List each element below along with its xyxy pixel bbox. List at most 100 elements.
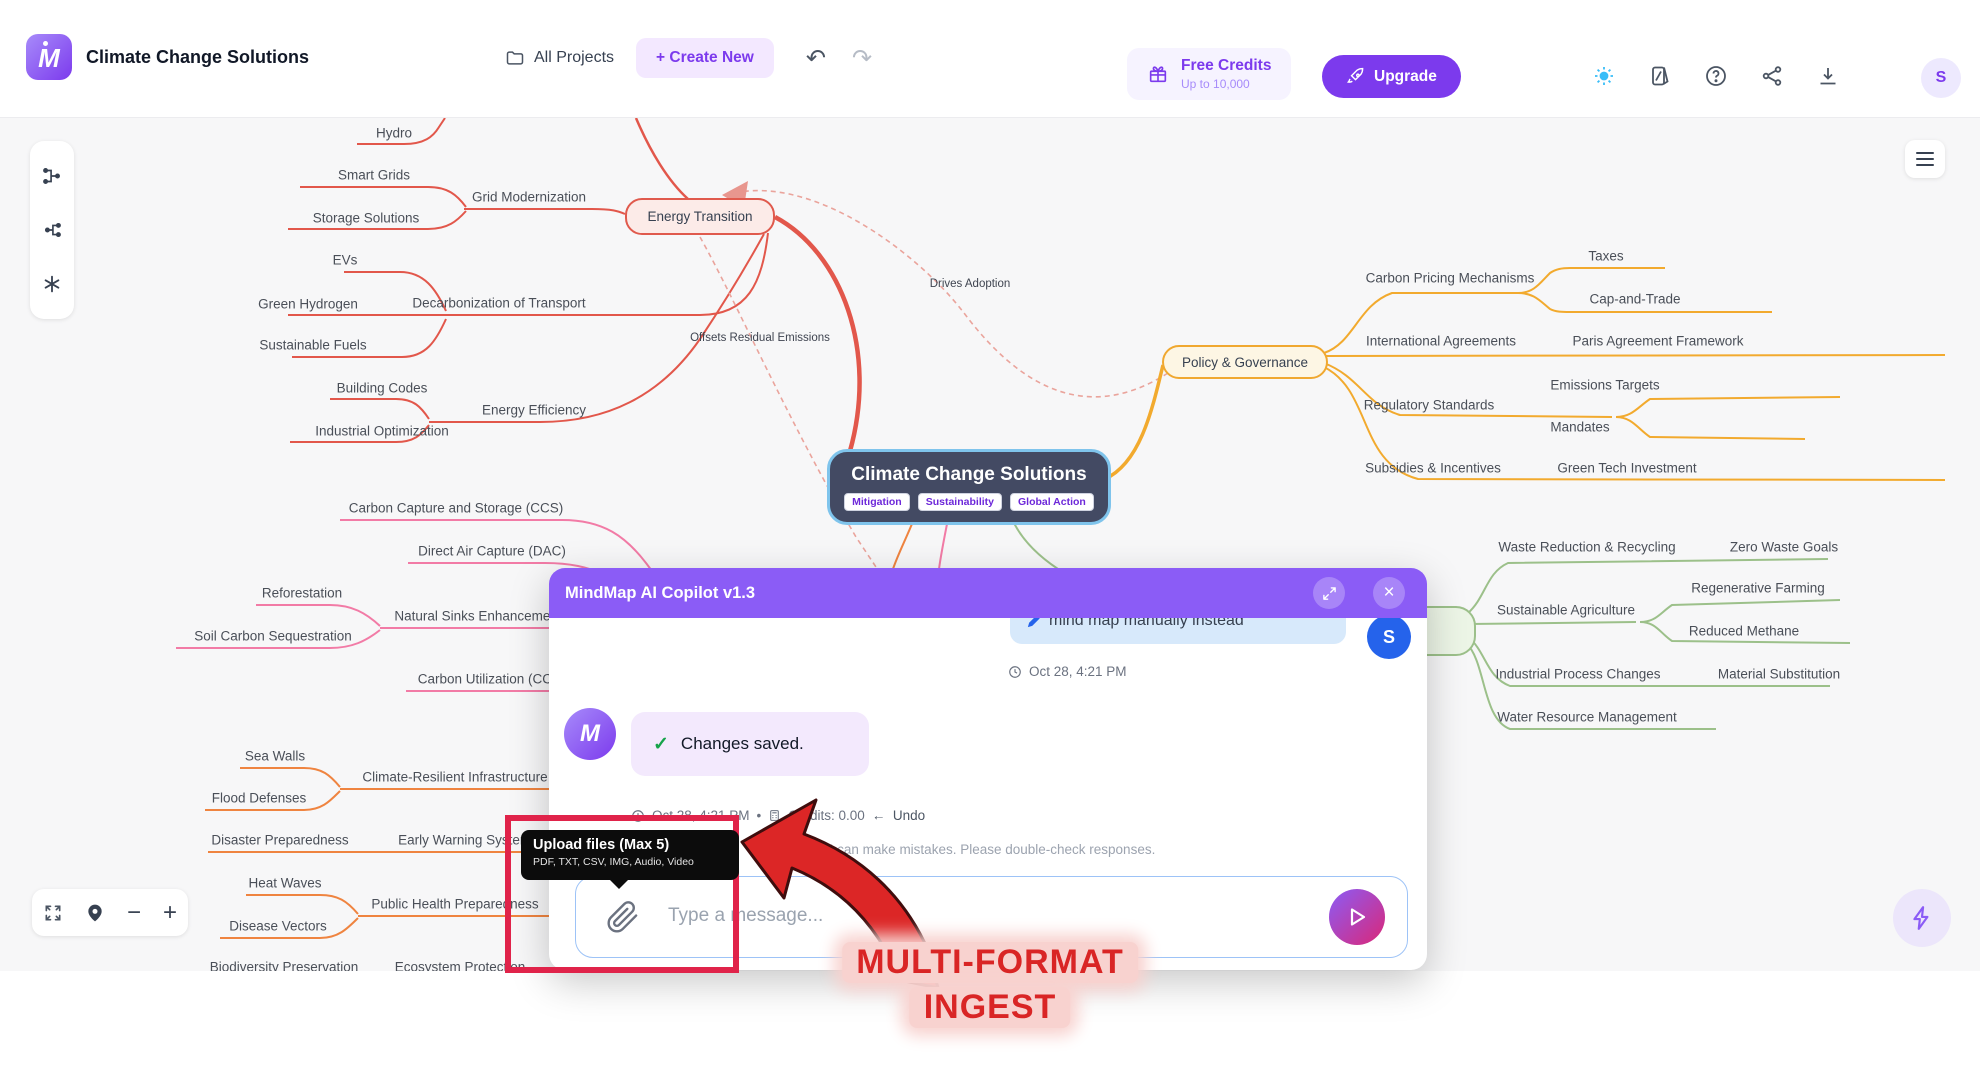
mindmap-node-label[interactable]: Disaster Preparedness — [211, 832, 349, 848]
mindmap-node-label[interactable]: Reforestation — [261, 585, 343, 601]
locate-center-icon[interactable] — [85, 903, 105, 923]
mindmap-node-label[interactable]: Natural Sinks Enhancement — [394, 608, 562, 624]
user-avatar[interactable]: S — [1921, 58, 1961, 98]
copilot-avatar: M — [564, 708, 616, 760]
mindmap-node-label[interactable]: Cap-and-Trade — [1589, 291, 1681, 307]
layout-right-icon[interactable] — [41, 165, 63, 187]
zoom-in-button[interactable]: + — [162, 898, 177, 926]
brand: M Climate Change Solutions — [26, 34, 309, 80]
copilot-dialog-header[interactable]: MindMap AI Copilot v1.3 × — [549, 568, 1427, 618]
root-node-title: Climate Change Solutions — [851, 463, 1087, 485]
mindmap-node-label[interactable]: Soil Carbon Sequestration — [194, 628, 352, 644]
root-tag[interactable]: Sustainability — [917, 492, 1002, 511]
mindmap-node-label[interactable]: International Agreements — [1365, 333, 1517, 349]
layout-toolbar — [30, 141, 74, 319]
mindmap-node-label[interactable]: Flood Defenses — [211, 790, 307, 806]
layout-left-icon[interactable] — [41, 219, 63, 241]
mindmap-node-label[interactable]: Ecosystem Protection — [394, 959, 526, 972]
mindmap-node-label[interactable]: Industrial Optimization — [315, 423, 449, 439]
root-tag[interactable]: Global Action — [1009, 492, 1094, 511]
clock-icon — [1009, 665, 1021, 678]
mindmap-node-label[interactable]: Regulatory Standards — [1363, 397, 1495, 413]
mindmap-node-label[interactable]: Public Health Preparedness — [371, 896, 539, 912]
mindmap-node-label[interactable]: EVs — [332, 252, 358, 268]
redo-icon[interactable]: ↷ — [851, 44, 873, 72]
mindmap-node-label[interactable]: Building Codes — [336, 380, 428, 396]
mindmap-node-label[interactable]: Carbon Pricing Mechanisms — [1365, 270, 1535, 286]
copilot-title: MindMap AI Copilot v1.3 — [565, 583, 756, 602]
share-icon[interactable] — [1760, 64, 1784, 88]
mindmap-node-label[interactable]: Heat Waves — [248, 875, 322, 891]
mindmap-node-label[interactable]: Sea Walls — [244, 748, 306, 764]
mindmap-node-label[interactable]: Paris Agreement Framework — [1572, 333, 1744, 349]
chat-user-avatar: S — [1367, 615, 1411, 659]
mindmap-node-label[interactable]: Taxes — [1588, 248, 1624, 264]
top-header: M Climate Change Solutions All Projects … — [0, 0, 1980, 117]
mindmap-node-label[interactable]: Industrial Process Changes — [1495, 666, 1661, 682]
mindmap-node-label[interactable]: Sustainable Agriculture — [1496, 602, 1636, 618]
assistant-message-meta: Oct 28, 4:21 PM • Credits: 0.00 ← Undo — [631, 808, 925, 823]
expand-dialog-icon[interactable] — [1313, 577, 1345, 609]
mindmap-node-label[interactable]: Drives Adoption — [929, 278, 1011, 290]
undo-change-link[interactable]: ← Undo — [871, 808, 926, 823]
free-credits-badge[interactable]: Free Credits Up to 10,000 — [1127, 48, 1292, 100]
lightning-icon — [1913, 906, 1929, 930]
mindmap-node-label[interactable]: Green Tech Investment — [1557, 460, 1697, 476]
mindmap-node-label[interactable]: Smart Grids — [337, 167, 411, 183]
mindmap-node-label[interactable]: Subsidies & Incentives — [1365, 460, 1501, 476]
fit-view-icon[interactable] — [43, 903, 63, 923]
theme-palette-icon[interactable] — [1648, 64, 1672, 88]
mindmap-node-label[interactable]: Offsets Residual Emissions — [690, 332, 830, 344]
all-projects-link[interactable]: All Projects — [505, 48, 614, 68]
mindmap-node-label[interactable]: Reduced Methane — [1688, 623, 1800, 639]
close-dialog-icon[interactable]: × — [1373, 577, 1405, 609]
canvas-controls: − + — [32, 889, 188, 936]
mindmap-node-label[interactable]: Regenerative Farming — [1691, 580, 1825, 596]
download-icon[interactable] — [1816, 64, 1840, 88]
help-icon[interactable] — [1704, 64, 1728, 88]
clock-icon — [632, 809, 644, 822]
brightness-icon[interactable] — [1592, 64, 1616, 88]
send-button[interactable] — [1329, 889, 1385, 945]
mindmap-node-label[interactable]: Mandates — [1550, 419, 1610, 435]
mindmap-node-label[interactable]: Emissions Targets — [1550, 377, 1660, 393]
mindmap-node-label[interactable]: Waste Reduction & Recycling — [1498, 539, 1676, 555]
attach-file-icon[interactable] — [604, 899, 640, 935]
create-new-button[interactable]: + Create New — [636, 38, 774, 78]
mindmap-node-label[interactable]: Material Substitution — [1717, 666, 1841, 682]
edit-pencil-icon — [1027, 615, 1040, 628]
mindmap-node-label[interactable]: Sustainable Fuels — [259, 337, 367, 353]
mindmap-node-label[interactable]: Carbon Utilization (CCU) — [417, 671, 567, 687]
mindmap-node-label[interactable]: Storage Solutions — [312, 210, 420, 226]
quick-actions-button[interactable] — [1893, 889, 1951, 947]
mindmap-node-policy-governance[interactable]: Policy & Governance — [1162, 345, 1328, 379]
canvas-menu-button[interactable] — [1905, 140, 1945, 178]
app-logo-icon[interactable]: M — [26, 34, 72, 80]
mindmap-node-label[interactable]: Green Hydrogen — [258, 296, 358, 312]
mindmap-node-label[interactable]: Early Warning Systems — [398, 832, 538, 848]
mindmap-node-label[interactable]: Energy Efficiency — [481, 402, 587, 418]
mindmap-node-label[interactable]: Hydro — [375, 125, 413, 141]
zoom-out-button[interactable]: − — [126, 898, 141, 926]
mindmap-node-label[interactable]: Biodiversity Preservation — [209, 959, 359, 972]
mindmap-node-label[interactable]: Direct Air Capture (DAC) — [418, 543, 566, 559]
upgrade-button[interactable]: Upgrade — [1322, 55, 1461, 98]
mindmap-node-label[interactable]: Water Resource Management — [1497, 709, 1677, 725]
mindmap-node-label[interactable]: Decarbonization of Transport — [412, 295, 586, 311]
mindmap-root-node[interactable]: Climate Change Solutions Mitigation Sust… — [827, 449, 1111, 525]
auto-layout-icon[interactable] — [41, 273, 63, 295]
message-input[interactable]: Type a message... — [575, 876, 1408, 958]
root-tag[interactable]: Mitigation — [844, 492, 910, 511]
mindmap-node-energy-transition[interactable]: Energy Transition — [625, 198, 775, 235]
mindmap-node-label[interactable]: Zero Waste Goals — [1729, 539, 1839, 555]
send-icon — [1350, 908, 1366, 926]
mindmap-node-label[interactable]: Grid Modernization — [471, 189, 587, 205]
mindmap-node-label[interactable]: Carbon Capture and Storage (CCS) — [348, 500, 564, 516]
assistant-message-bubble: ✓ Changes saved. — [631, 712, 869, 776]
mindmap-node-label[interactable]: Climate-Resilient Infrastructure — [362, 769, 548, 785]
mindmap-node-label[interactable]: Disease Vectors — [229, 918, 327, 934]
undo-icon[interactable]: ↶ — [805, 44, 826, 72]
user-message-meta: Oct 28, 4:21 PM — [1008, 664, 1127, 679]
copilot-dialog: mind map manually instead S MindMap AI C… — [549, 568, 1427, 970]
